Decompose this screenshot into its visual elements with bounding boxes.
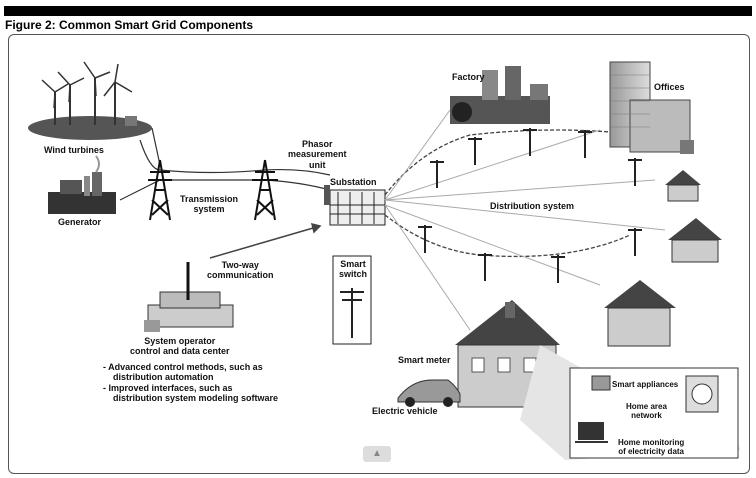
transmission-wires — [119, 127, 331, 201]
distribution-rays — [384, 109, 666, 331]
utility-pole-icon — [418, 128, 642, 283]
smart-appliances-label: Smart appliances — [612, 380, 679, 389]
wind-turbines-icon — [28, 61, 152, 140]
factory-label: Factory — [452, 72, 485, 82]
electric-vehicle-label: Electric vehicle — [372, 406, 438, 416]
offices-icon — [609, 61, 694, 154]
electric-vehicle-icon — [397, 379, 461, 407]
system-operator-icon — [144, 262, 234, 332]
transmission-tower-icon — [148, 159, 172, 221]
communication-arrow — [209, 222, 322, 259]
generator-label: Generator — [58, 217, 102, 227]
factory-icon — [450, 66, 550, 124]
house-icon — [668, 218, 722, 263]
distribution-system-label: Distribution system — [490, 201, 575, 211]
title-bar — [4, 6, 752, 16]
smart-switch-box — [332, 255, 372, 345]
generator-icon — [48, 155, 116, 214]
house-icon — [604, 280, 676, 347]
distribution-wires — [384, 129, 641, 258]
house-icon — [665, 170, 701, 202]
figure-title: Figure 2: Common Smart Grid Components — [5, 18, 254, 32]
substation-icon — [324, 185, 386, 226]
play-icon[interactable]: ▲ — [363, 446, 391, 462]
operator-bullets: - Advanced control methods, such as dist… — [103, 362, 279, 404]
offices-label: Offices — [654, 82, 685, 92]
wind-turbines-label: Wind turbines — [44, 145, 104, 155]
smart-meter-label: Smart meter — [398, 355, 451, 365]
home-network-inset — [520, 345, 740, 460]
substation-label: Substation — [330, 177, 377, 187]
transmission-tower-icon — [252, 159, 278, 221]
